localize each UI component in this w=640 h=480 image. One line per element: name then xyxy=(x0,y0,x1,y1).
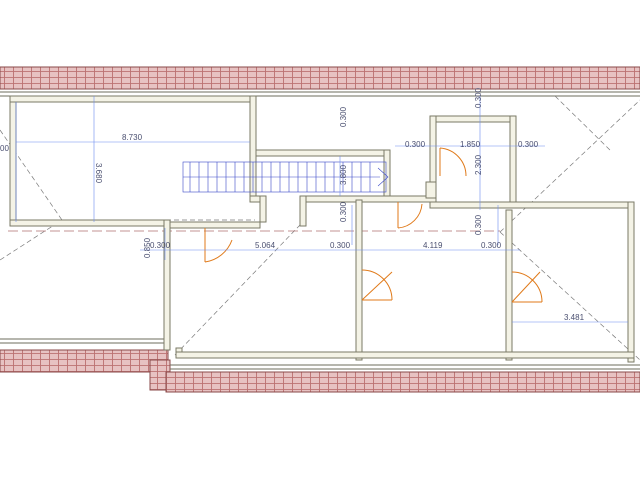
dim-0300-right: 0.300 xyxy=(481,241,502,250)
dim-0850: 0.850 xyxy=(143,237,152,258)
walls xyxy=(9,95,635,363)
dim-0300-stair-top: 0.300 xyxy=(339,106,348,127)
dim-0300-right-v: 0.300 xyxy=(474,214,483,235)
dimension-labels: 8.730 3.680 00 0.300 3.800 0.300 0.300 1… xyxy=(0,87,585,322)
dim-2300: 2.300 xyxy=(474,154,483,175)
dim-0300-bath-right: 0.300 xyxy=(518,140,539,149)
dim-0300-mid: 0.300 xyxy=(339,201,348,222)
dimension-lines xyxy=(15,96,628,323)
dim-0300-bath-left: 0.300 xyxy=(405,140,426,149)
dim-8730: 8.730 xyxy=(122,133,143,142)
eaves-lines xyxy=(0,91,640,370)
door-right-room[interactable] xyxy=(511,271,543,303)
roof-tiles-bottom-left xyxy=(0,349,169,373)
dim-4119: 4.119 xyxy=(423,241,443,250)
dim-0300-center: 0.300 xyxy=(330,241,351,250)
door-left-room[interactable] xyxy=(204,228,233,263)
door-bathroom[interactable] xyxy=(439,147,467,177)
dim-5064: 5.064 xyxy=(255,241,276,250)
roof-hip-lines xyxy=(0,95,640,361)
staircase xyxy=(182,161,389,193)
roof-tiles-top xyxy=(0,66,640,90)
dim-3800: 3.800 xyxy=(339,164,348,185)
door-middle-room[interactable] xyxy=(361,269,393,301)
dim-0300-left: 0.300 xyxy=(150,241,171,250)
dim-3680: 3.680 xyxy=(94,163,103,184)
dim-0300-top-right: 0.300 xyxy=(474,87,483,108)
dim-3481: 3.481 xyxy=(564,313,585,322)
dim-left-cut: 00 xyxy=(0,144,9,153)
roof-tiles-bottom-right xyxy=(165,371,640,393)
door-hall[interactable] xyxy=(397,202,423,229)
dim-1850: 1.850 xyxy=(460,140,481,149)
doors xyxy=(204,147,543,303)
